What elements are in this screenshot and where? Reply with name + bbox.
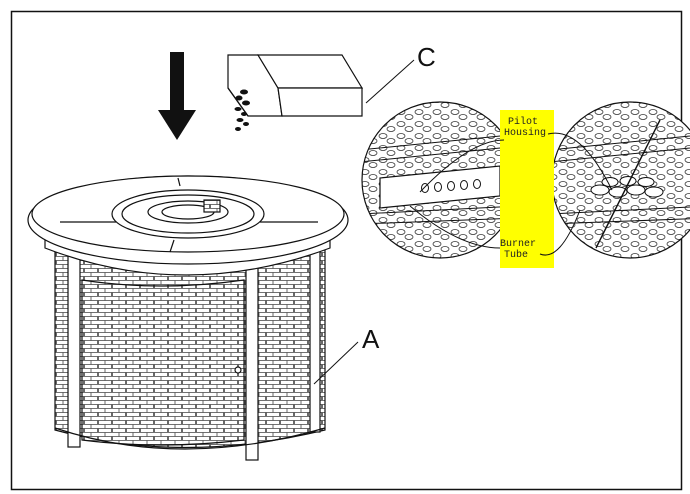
- pilot-label-line1: Pilot: [508, 117, 539, 128]
- detail-left: [361, 101, 519, 259]
- pilot-label-line2: Housing: [504, 128, 547, 139]
- callout-c-label: C: [417, 42, 436, 72]
- burner-label-line1: Burner: [500, 239, 537, 250]
- fire-table: [27, 175, 349, 461]
- callout-a-label: A: [362, 324, 380, 354]
- pilot-pointer-left: [419, 139, 505, 193]
- diagram-frame: [10, 10, 683, 491]
- callout-a-leader: [313, 341, 359, 385]
- detail-right: [551, 101, 690, 259]
- callout-c-leader: [365, 59, 415, 104]
- down-arrow-icon: [158, 52, 196, 140]
- burner-pointer-left: [409, 205, 501, 249]
- lava-rocks: [234, 89, 250, 131]
- burner-label-line2: Tube: [504, 250, 529, 261]
- highlight-strip: [500, 110, 554, 268]
- lava-rock-box: [227, 54, 364, 117]
- pilot-pointer-right: [547, 132, 613, 191]
- burner-pointer-right: [539, 209, 581, 256]
